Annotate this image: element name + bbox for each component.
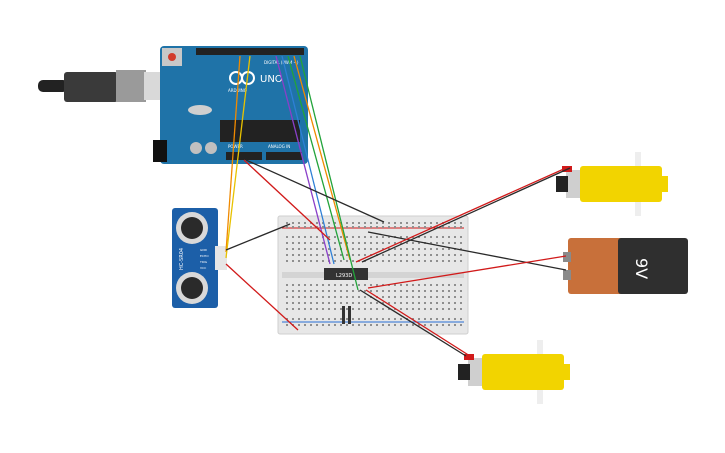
wire-black-arduino-gnd [245, 159, 385, 223]
arduino-uno-board: UNO ARDUINO DIGITAL (PWM ~) POWER ANALOG… [153, 46, 308, 164]
capacitor [342, 306, 351, 324]
power-label: POWER [228, 144, 243, 149]
wire-green-1 [287, 55, 345, 261]
battery-9v: 9V [563, 238, 688, 294]
wire-orange-2 [293, 55, 351, 261]
sensor-model-label: HC-SR04 [179, 248, 185, 270]
sensor-pin-trig: TRIG [199, 260, 208, 264]
wire-green-2 [299, 55, 359, 291]
wire-black-sensor-gnd [225, 223, 291, 251]
wire-red-battery [367, 255, 567, 289]
wire-purple-1 [275, 55, 331, 265]
microcontroller-chip [220, 120, 300, 142]
dc-motor-top [556, 152, 668, 216]
breadboard [277, 215, 469, 335]
dc-motor-bottom [458, 340, 570, 404]
breadboard-holes [286, 222, 462, 326]
wire-blue-1 [281, 55, 335, 265]
wire-red-sensor-vcc [225, 263, 299, 331]
usb-cable [38, 70, 164, 102]
wire-red-motor-bottom-b [365, 289, 471, 357]
digital-label: DIGITAL (PWM ~) [264, 60, 299, 65]
sensor-pin-vcc: VCC [200, 266, 206, 270]
ultrasonic-sensor: HC-SR04 GND ECHO TRIG VCC [172, 208, 227, 308]
wire-black-motor-bottom-a [359, 289, 467, 357]
analog-label: ANALOG IN [268, 144, 290, 149]
wire-red-motor-top-a [355, 167, 567, 263]
sensor-pin-gnd: GND [200, 248, 208, 252]
battery-label: 9V [632, 258, 651, 279]
wires [225, 55, 571, 357]
wire-black-motor-top-b [361, 167, 571, 263]
wire-orange-sensor [225, 55, 241, 253]
motor-driver-chip: L293D [324, 268, 368, 280]
wire-red-arduino-5v [243, 159, 331, 241]
uno-label: UNO [260, 74, 283, 85]
wire-yellow-sensor [225, 55, 251, 259]
wire-black-battery [367, 231, 567, 271]
driver-chip-label: L293D [336, 273, 352, 279]
sensor-pin-echo: ECHO [200, 254, 209, 258]
